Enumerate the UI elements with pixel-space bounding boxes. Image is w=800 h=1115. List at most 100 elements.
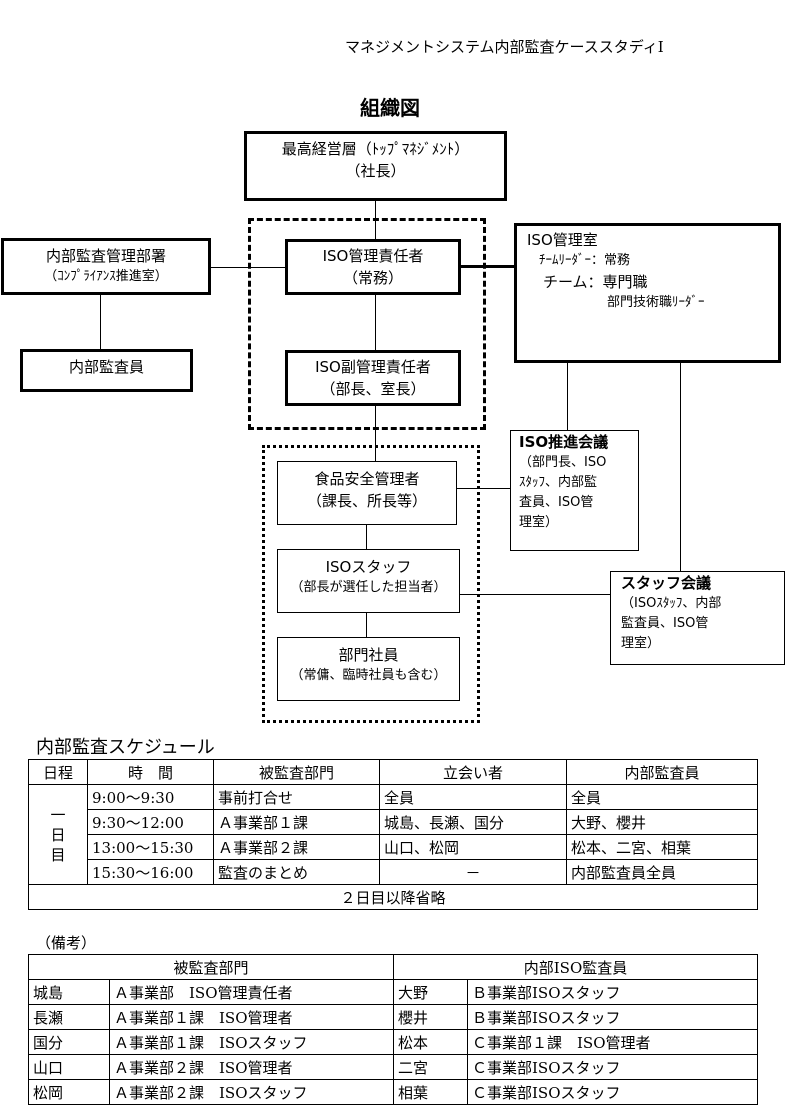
connector-line [460,594,610,595]
header-cell: 日程 [28,759,88,785]
table-footer-row: ２日目以降省略 [28,884,758,910]
table-cell: 山口、松岡 [379,834,567,860]
remarks-title: （備考） [36,934,97,952]
table-footer-cell: ２日目以降省略 [28,884,758,910]
table-cell: 13:00～15:30 [87,834,214,860]
iso-manager-label: ISO管理責任者 [322,247,424,265]
table-cell: Ｂ事業部ISOスタッフ [467,979,758,1005]
org-chart-title: 組織図 [360,96,420,120]
food-safety-role: （課長、所長等） [306,492,427,510]
connector-line [366,613,367,637]
table-cell: Ａ事業部１課 ISOスタッフ [109,1029,394,1055]
table-cell: 大野 [393,979,468,1005]
table-row: 城島 Ａ事業部 ISO管理責任者 大野 Ｂ事業部ISOスタッフ [28,979,758,1005]
table-row: 松岡 Ａ事業部２課 ISOスタッフ 相葉 Ｃ事業部ISOスタッフ [28,1079,758,1105]
staff-meeting-box: スタッフ会議 （ISOｽﾀｯﾌ、内部 監査員、ISO管 理室） [610,571,785,665]
table-cell: Ａ事業部 ISO管理責任者 [109,979,394,1005]
table-cell: 大野、櫻井 [566,809,758,835]
connector-line [567,362,568,430]
management-group-frame [248,218,486,430]
table-cell: 二宮 [393,1054,468,1080]
table-row: 長瀬 Ａ事業部１課 ISO管理者 櫻井 Ｂ事業部ISOスタッフ [28,1004,758,1030]
header-cell: 立会い者 [379,759,567,785]
table-cell: 15:30～16:00 [87,859,214,885]
header-cell: 被監査部門 [213,759,380,785]
promotion-meeting-text: 査員、ISO管 [519,495,594,510]
food-safety-label: 食品安全管理者 [314,470,420,488]
table-cell: 国分 [28,1029,110,1055]
table-row: 国分 Ａ事業部１課 ISOスタッフ 松本 Ｃ事業部１課 ISO管理者 [28,1029,758,1055]
table-cell: 相葉 [393,1079,468,1105]
connector-line [366,525,367,549]
dept-staff-box: 部門社員 （常傭、臨時社員も含む） [277,637,460,701]
table-cell: Ａ事業部２課 ISOスタッフ [109,1079,394,1105]
table-cell: 城島、長瀬、国分 [379,809,567,835]
table-cell: － [379,859,567,885]
header-cell: 被監査部門 [28,954,394,980]
iso-sub-manager-label: ISO副管理責任者 [315,358,431,376]
table-cell: Ｃ事業部ISOスタッフ [467,1054,758,1080]
schedule-title: 内部監査スケジュール [36,737,215,758]
iso-manager-box: ISO管理責任者 （常務） [285,239,461,295]
staff-meeting-text: 理室） [621,636,661,651]
promotion-meeting-label: ISO推進会議 [519,433,609,451]
top-management-role: （社長） [345,162,406,180]
table-cell: Ａ事業部１課 [213,809,380,835]
table-cell: Ｃ事業部ISOスタッフ [467,1079,758,1105]
table-cell: 城島 [28,979,110,1005]
promotion-meeting-text: ｽﾀｯﾌ、内部監 [519,475,598,490]
staff-meeting-label: スタッフ会議 [621,574,712,592]
iso-manager-role: （常務） [342,269,403,287]
connector-line [456,488,510,489]
iso-office-label: ISO管理室 [527,231,598,249]
table-cell: Ａ事業部１課 ISO管理者 [109,1004,394,1030]
table-cell: 長瀬 [28,1004,110,1030]
table-header-row: 被監査部門 内部ISO監査員 [28,954,758,980]
table-cell: 9:30～12:00 [87,809,214,835]
table-cell: Ｃ事業部１課 ISO管理者 [467,1029,758,1055]
promotion-meeting-text: （部門長、ISO [519,455,607,470]
connector-line [460,265,515,268]
staff-meeting-text: （ISOｽﾀｯﾌ、内部 [621,596,722,611]
iso-staff-role: （部長が選任した担当者） [290,580,447,595]
top-management-box: 最高経営層（ﾄｯﾌﾟﾏﾈｼﾞﾒﾝﾄ） （社長） [244,131,507,201]
document-title: マネジメントシステム内部監査ケーススタディⅠ [345,38,664,56]
header-cell: 内部ISO監査員 [393,954,758,980]
table-cell: 松本 [393,1029,468,1055]
iso-staff-box: ISOスタッフ （部長が選任した担当者） [277,549,460,613]
table-cell: 監査のまとめ [213,859,380,885]
iso-staff-label: ISOスタッフ [325,558,412,576]
table-row: 山口 Ａ事業部２課 ISO管理者 二宮 Ｃ事業部ISOスタッフ [28,1054,758,1080]
table-row: 15:30～16:00 監査のまとめ － 内部監査員全員 [29,859,758,885]
iso-office-team-tech: 部門技術職ﾘｰﾀﾞｰ [607,295,705,310]
table-cell: Ａ事業部２課 [213,834,380,860]
iso-sub-manager-role: （部長、室長） [320,380,426,398]
table-cell: 松本、二宮、相葉 [566,834,758,860]
table-cell: 櫻井 [393,1004,468,1030]
department-group-frame [262,445,480,723]
table-cell: 全員 [566,784,758,810]
table-cell: 9:00～9:30 [87,784,214,810]
food-safety-box: 食品安全管理者 （課長、所長等） [277,461,457,525]
table-row: 一 日 目 9:00～9:30 事前打合せ 全員 全員 [28,784,758,885]
table-cell: Ａ事業部２課 ISO管理者 [109,1054,394,1080]
connector-line [100,295,101,350]
table-cell: 全員 [379,784,567,810]
connector-line [375,406,376,462]
dept-staff-label: 部門社員 [338,646,399,664]
header-cell: 内部監査員 [566,759,758,785]
top-management-label: 最高経営層（ﾄｯﾌﾟﾏﾈｼﾞﾒﾝﾄ） [281,140,470,158]
table-cell: 内部監査員全員 [566,859,758,885]
iso-office-team: チーム：専門職 [543,273,648,291]
connector-line [680,362,681,572]
iso-sub-manager-box: ISO副管理責任者 （部長、室長） [285,350,461,406]
header-cell: 時 間 [87,759,214,785]
table-cell: 山口 [28,1054,110,1080]
table-header-row: 日程 時 間 被監査部門 立会い者 内部監査員 [28,759,758,785]
connector-line [375,295,376,351]
audit-dept-box: 内部監査管理部署 （ｺﾝﾌﾟﾗｲｱﾝｽ推進室） [1,238,211,295]
staff-meeting-text: 監査員、ISO管 [621,616,709,631]
table-cell: 事前打合せ [213,784,380,810]
audit-dept-sub: （ｺﾝﾌﾟﾗｲｱﾝｽ推進室） [44,269,168,284]
promotion-meeting-box: ISO推進会議 （部門長、ISO ｽﾀｯﾌ、内部監 査員、ISO管 理室） [510,430,639,551]
